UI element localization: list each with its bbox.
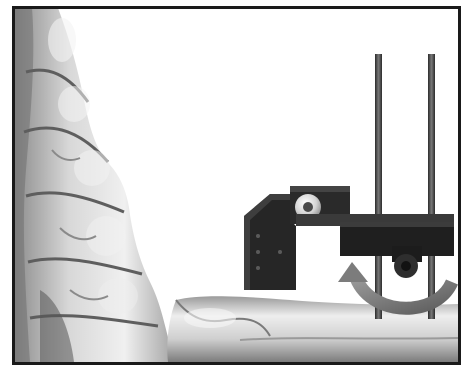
screw-hole	[256, 250, 260, 254]
screw-hole	[256, 266, 260, 270]
screw-hole	[256, 234, 260, 238]
screw-hole	[278, 250, 282, 254]
guide-pin-left	[375, 54, 382, 319]
guide-pin-right	[428, 54, 435, 319]
